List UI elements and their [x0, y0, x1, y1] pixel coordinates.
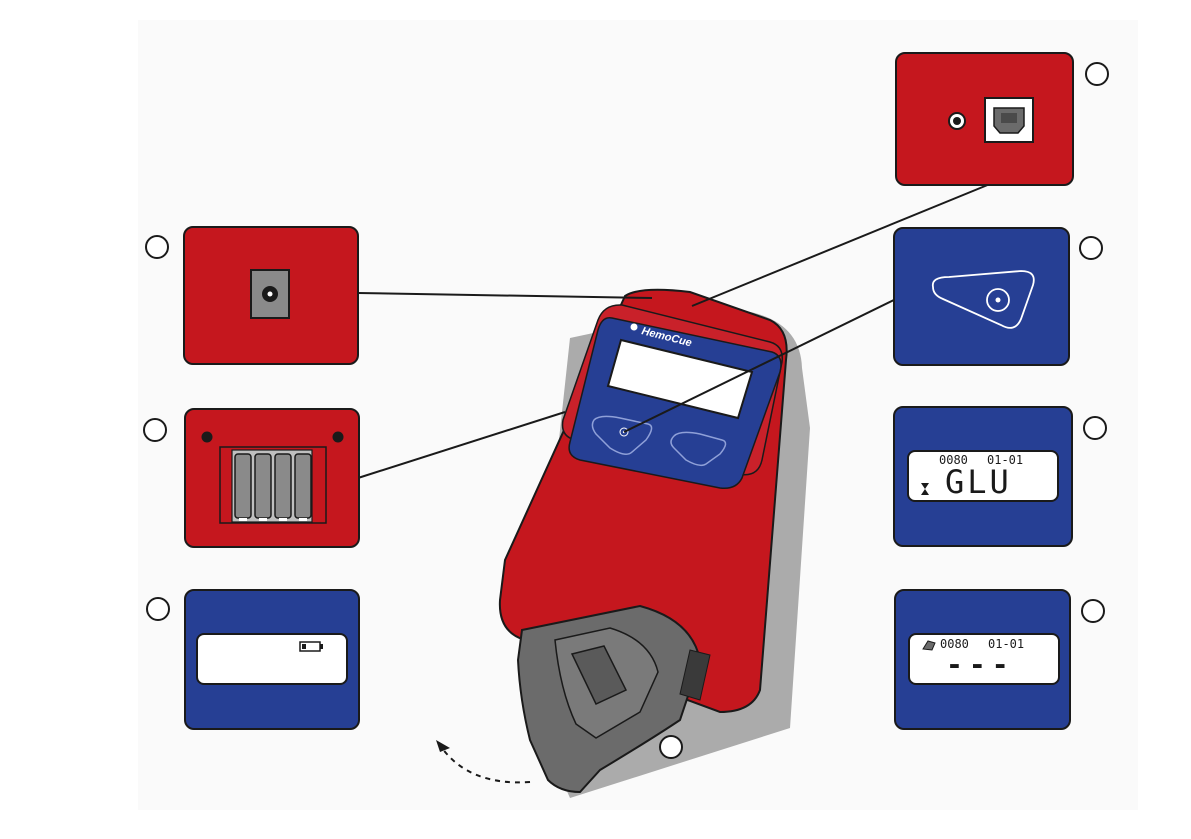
panel-usb — [895, 52, 1074, 186]
battery-compartment-icon — [186, 410, 360, 548]
panel-batteries — [184, 408, 360, 548]
callout-usb — [1085, 62, 1109, 86]
lcd-result: 0080 01-01 --- — [908, 633, 1060, 685]
device-logo-icon — [631, 324, 638, 331]
callout-cuvette-holder — [659, 735, 683, 759]
connector-dc-jack — [358, 293, 652, 298]
lcd-low-battery — [196, 633, 348, 685]
dc-power-jack-icon — [185, 228, 359, 365]
lcd-status: 0080 01-01 GLU — [907, 450, 1059, 502]
rotation-arrow — [442, 748, 530, 782]
panel-result-display: 0080 01-01 --- — [894, 589, 1071, 730]
callout-dc-jack — [145, 235, 169, 259]
low-battery-icon — [298, 639, 328, 655]
power-button-icon — [895, 229, 1070, 366]
result-message: --- — [946, 651, 1015, 679]
panel-dc-jack — [183, 226, 359, 365]
callout-status-display — [1083, 416, 1107, 440]
panel-status-display: 0080 01-01 GLU — [893, 406, 1073, 547]
panel-power-button — [893, 227, 1070, 366]
panel-low-battery — [184, 589, 360, 730]
callout-batteries — [143, 418, 167, 442]
status-message: GLU — [945, 466, 1012, 498]
callout-low-battery — [146, 597, 170, 621]
cuvette-icon — [922, 639, 936, 651]
callout-power-button — [1079, 236, 1103, 260]
callout-result-display — [1081, 599, 1105, 623]
usb-b-port-icon — [897, 54, 1074, 186]
hourglass-icon — [919, 482, 931, 496]
connector-batteries — [358, 412, 565, 478]
